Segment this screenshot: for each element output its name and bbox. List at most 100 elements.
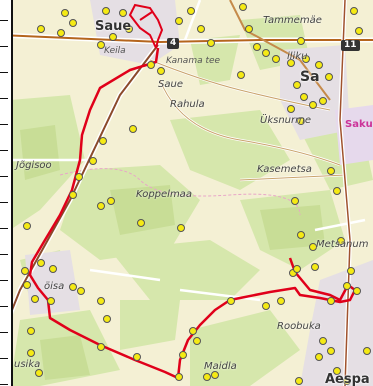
poi-marker[interactable] xyxy=(309,101,317,109)
place-label-maidla[interactable]: Maidla xyxy=(204,361,237,372)
poi-marker[interactable] xyxy=(347,267,355,275)
poi-marker[interactable] xyxy=(125,25,133,33)
poi-marker[interactable] xyxy=(97,343,105,351)
poi-marker[interactable] xyxy=(355,27,363,35)
poi-marker[interactable] xyxy=(325,73,333,81)
place-label-jogisoo[interactable]: Jõgisoo xyxy=(16,160,52,171)
poi-marker[interactable] xyxy=(363,347,371,355)
poi-marker[interactable] xyxy=(272,55,280,63)
poi-marker[interactable] xyxy=(157,67,165,75)
place-label-uksnurme[interactable]: Üksnurme xyxy=(260,115,312,126)
poi-marker[interactable] xyxy=(262,49,270,57)
poi-marker[interactable] xyxy=(147,61,155,69)
poi-marker[interactable] xyxy=(75,173,83,181)
poi-marker[interactable] xyxy=(291,197,299,205)
poi-marker[interactable] xyxy=(61,9,69,17)
poi-marker[interactable] xyxy=(300,93,308,101)
poi-marker[interactable] xyxy=(315,353,323,361)
poi-marker[interactable] xyxy=(179,351,187,359)
poi-marker[interactable] xyxy=(315,61,323,69)
poi-marker[interactable] xyxy=(239,3,247,11)
place-label-loisa[interactable]: öisa xyxy=(44,281,65,292)
poi-marker[interactable] xyxy=(69,19,77,27)
poi-marker[interactable] xyxy=(89,157,97,165)
poi-marker[interactable] xyxy=(97,202,105,210)
place-label-iliku[interactable]: iliku xyxy=(287,51,308,62)
poi-marker[interactable] xyxy=(337,237,345,245)
poi-marker[interactable] xyxy=(57,29,65,37)
place-label-saue[interactable]: Saue xyxy=(158,79,183,90)
poi-marker[interactable] xyxy=(23,281,31,289)
poi-marker[interactable] xyxy=(97,297,105,305)
poi-marker[interactable] xyxy=(21,267,29,275)
poi-marker[interactable] xyxy=(69,191,77,199)
poi-marker[interactable] xyxy=(27,327,35,335)
poi-marker[interactable] xyxy=(327,297,335,305)
poi-marker[interactable] xyxy=(175,373,183,381)
place-label-aespa[interactable]: Aespa xyxy=(325,372,370,386)
poi-marker[interactable] xyxy=(23,222,31,230)
poi-marker[interactable] xyxy=(237,71,245,79)
poi-marker[interactable] xyxy=(319,337,327,345)
poi-marker[interactable] xyxy=(37,25,45,33)
poi-marker[interactable] xyxy=(343,377,351,385)
poi-marker[interactable] xyxy=(99,137,107,145)
poi-marker[interactable] xyxy=(177,224,185,232)
poi-marker[interactable] xyxy=(327,167,335,175)
poi-marker[interactable] xyxy=(295,377,303,385)
poi-marker[interactable] xyxy=(207,39,215,47)
place-label-saku[interactable]: Saku xyxy=(345,119,373,130)
poi-marker[interactable] xyxy=(333,367,341,375)
poi-marker[interactable] xyxy=(31,295,39,303)
place-label-rahula[interactable]: Rahula xyxy=(170,99,205,110)
poi-marker[interactable] xyxy=(277,297,285,305)
poi-marker[interactable] xyxy=(175,17,183,25)
place-label-vaida[interactable]: usika xyxy=(14,359,41,370)
poi-marker[interactable] xyxy=(49,265,57,273)
poi-marker[interactable] xyxy=(102,7,110,15)
place-label-koppelmaa[interactable]: Koppelmaa xyxy=(136,189,192,200)
poi-marker[interactable] xyxy=(297,37,305,45)
place-label-kasemetsa[interactable]: Kasemetsa xyxy=(257,164,312,175)
poi-marker[interactable] xyxy=(193,337,201,345)
place-label-metsanurme[interactable]: Metsanum xyxy=(316,239,369,250)
poi-marker[interactable] xyxy=(203,373,211,381)
poi-marker[interactable] xyxy=(197,25,205,33)
poi-marker[interactable] xyxy=(211,371,219,379)
poi-marker[interactable] xyxy=(297,231,305,239)
poi-marker[interactable] xyxy=(187,7,195,15)
poi-marker[interactable] xyxy=(297,117,305,125)
poi-marker[interactable] xyxy=(137,219,145,227)
poi-marker[interactable] xyxy=(47,297,55,305)
poi-marker[interactable] xyxy=(287,59,295,67)
poi-marker[interactable] xyxy=(227,297,235,305)
poi-marker[interactable] xyxy=(309,243,317,251)
poi-marker[interactable] xyxy=(253,43,261,51)
poi-marker[interactable] xyxy=(311,263,319,271)
poi-marker[interactable] xyxy=(302,55,310,63)
poi-marker[interactable] xyxy=(189,327,197,335)
poi-marker[interactable] xyxy=(319,97,327,105)
poi-marker[interactable] xyxy=(327,347,335,355)
poi-marker[interactable] xyxy=(119,9,127,17)
poi-marker[interactable] xyxy=(69,283,77,291)
place-label-saue-town[interactable]: Saue xyxy=(95,19,132,34)
poi-marker[interactable] xyxy=(37,259,45,267)
poi-marker[interactable] xyxy=(293,81,301,89)
poi-marker[interactable] xyxy=(343,282,351,290)
poi-marker[interactable] xyxy=(293,265,301,273)
poi-marker[interactable] xyxy=(77,287,85,295)
poi-marker[interactable] xyxy=(133,353,141,361)
poi-marker[interactable] xyxy=(107,197,115,205)
poi-marker[interactable] xyxy=(109,33,117,41)
poi-marker[interactable] xyxy=(333,187,341,195)
poi-marker[interactable] xyxy=(103,315,111,323)
poi-marker[interactable] xyxy=(129,125,137,133)
poi-marker[interactable] xyxy=(287,105,295,113)
poi-marker[interactable] xyxy=(245,25,253,33)
poi-marker[interactable] xyxy=(353,287,361,295)
place-label-tammemae[interactable]: Tammemäe xyxy=(263,15,322,26)
place-label-laagri[interactable]: Sa xyxy=(300,69,320,85)
poi-marker[interactable] xyxy=(262,302,270,310)
